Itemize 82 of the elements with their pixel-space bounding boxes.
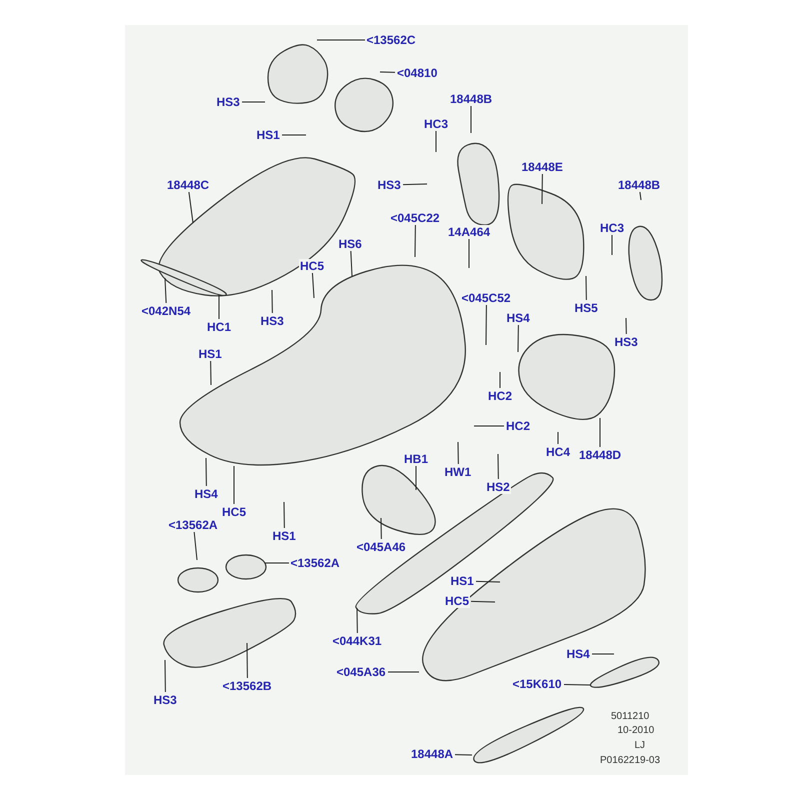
part-number: 18448A <box>410 747 454 761</box>
part-number: <13562B <box>222 679 273 693</box>
part-number: 14A464 <box>447 225 492 239</box>
part-number: <045A46 <box>356 540 407 554</box>
leader-line <box>470 600 496 602</box>
drawing-reference-note: P0162219-03 <box>600 754 660 766</box>
part-number: HS2 <box>486 480 511 494</box>
part-number: <042N54 <box>140 304 192 318</box>
leader-line <box>468 238 470 268</box>
leader-line <box>454 754 472 756</box>
leader-line <box>414 224 416 258</box>
part-number: HW1 <box>444 465 472 479</box>
part-number: HS1 <box>256 128 281 142</box>
leader-line <box>626 318 627 334</box>
leader-line <box>218 294 220 320</box>
leader-line <box>164 660 166 692</box>
part-number: HS3 <box>216 95 241 109</box>
part-number: HS1 <box>272 529 297 543</box>
leader-line <box>282 134 306 136</box>
drawing-reference-note: LJ <box>634 740 646 750</box>
part-number: HS3 <box>152 693 178 707</box>
part-number: <15K610 <box>512 677 563 691</box>
leader-line <box>210 360 212 386</box>
leader-line <box>639 192 642 200</box>
leader-line <box>188 192 194 224</box>
leader-line <box>564 684 590 686</box>
part-number: HC2 <box>505 419 532 433</box>
part-number: 18448D <box>578 448 622 462</box>
part-number: <13562A <box>168 518 219 532</box>
part-number: HS4 <box>194 487 219 501</box>
part-number: 18448B <box>449 92 494 106</box>
leader-line <box>498 454 499 480</box>
part-number: HB1 <box>403 452 430 466</box>
part-number: HC4 <box>545 445 572 459</box>
leader-line <box>164 278 167 304</box>
leader-line <box>458 442 459 464</box>
part-number: HS1 <box>198 347 223 361</box>
part-number: <13562A <box>290 556 341 570</box>
part-number: <045C22 <box>390 211 441 225</box>
leader-line <box>284 502 285 528</box>
leader-line <box>586 276 587 300</box>
part-number: <13562C <box>366 33 417 47</box>
leader-line <box>356 608 358 634</box>
part-number: <045A36 <box>336 665 387 679</box>
part-number: 18448B <box>617 178 662 192</box>
part-number: HS5 <box>574 301 599 315</box>
leader-line <box>470 106 472 134</box>
part-number: HC5 <box>299 259 326 273</box>
part-number: HS3 <box>376 178 402 192</box>
part-number: HC5 <box>221 505 248 519</box>
leader-line <box>246 642 248 678</box>
part-number: HC2 <box>487 389 514 403</box>
leader-line <box>194 532 198 560</box>
part-number: HC1 <box>206 320 232 334</box>
leader-line <box>350 250 352 276</box>
leader-line <box>542 174 543 204</box>
part-number: HS4 <box>506 311 531 325</box>
leader-line <box>380 518 382 540</box>
part-number: HC3 <box>599 221 626 235</box>
part-number: HS3 <box>614 335 639 349</box>
part-number: <044K31 <box>332 634 383 648</box>
drawing-reference-note: 5011210 <box>611 710 650 722</box>
part-number: HC3 <box>423 117 450 131</box>
part-number: HC5 <box>444 594 470 608</box>
leader-line <box>518 324 519 352</box>
leader-line <box>486 304 487 346</box>
part-number: HS3 <box>260 314 285 328</box>
part-number: HS6 <box>338 237 363 251</box>
leader-line <box>312 272 314 298</box>
drawing-reference-note: 10-2010 <box>618 724 654 736</box>
part-number: HS4 <box>566 647 591 661</box>
leader-line <box>402 184 428 186</box>
part-number: <045C52 <box>460 291 512 305</box>
leader-line <box>380 72 396 73</box>
leader-line <box>264 562 290 564</box>
leader-line <box>476 580 500 582</box>
part-number: HS1 <box>450 574 475 588</box>
part-number: 18448E <box>520 160 564 174</box>
leader-line <box>272 290 273 314</box>
part-number: <04810 <box>396 66 438 80</box>
part-number: 18448C <box>166 178 210 192</box>
leader-line <box>206 458 207 486</box>
